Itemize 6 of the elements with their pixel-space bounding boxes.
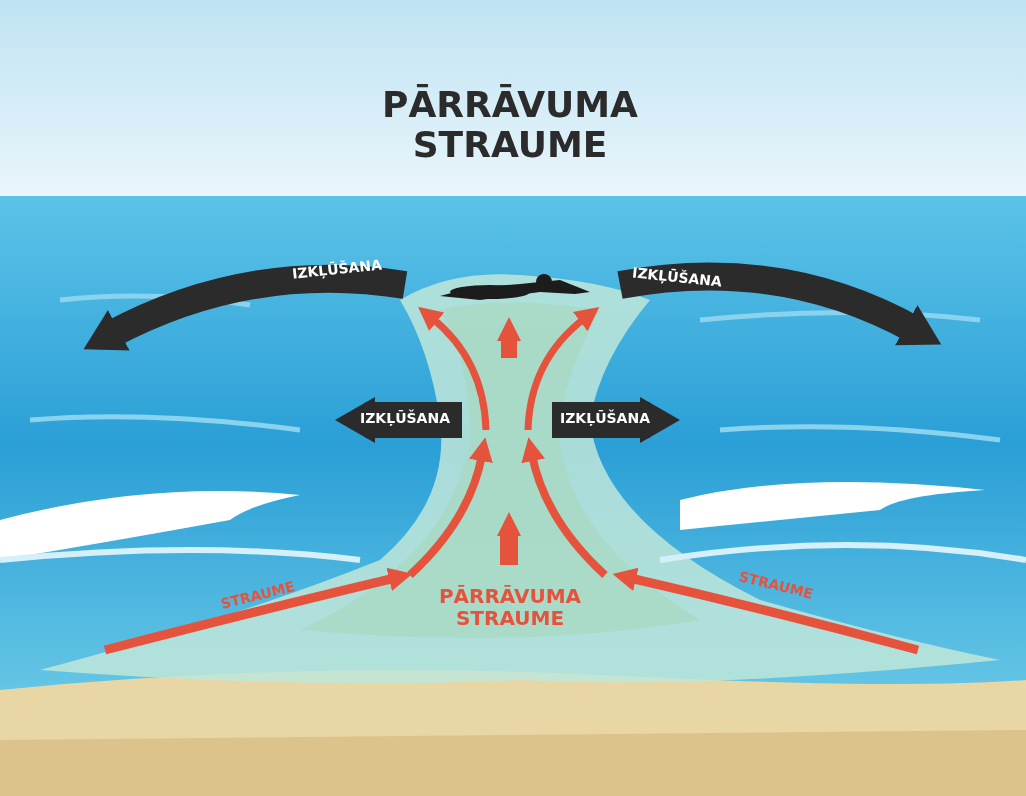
arrow-label: IZKĻŪŠANA xyxy=(560,411,650,427)
title: PĀRRĀVUMA STRAUME xyxy=(381,85,639,165)
arrow-label: IZKĻŪŠANA xyxy=(360,411,450,427)
flow-label: PĀRRĀVUMA STRAUME xyxy=(437,585,583,629)
arrow-label: IZKĻŪŠANA xyxy=(291,257,383,283)
arrow-label: IZKĻŪŠANA xyxy=(631,265,723,291)
